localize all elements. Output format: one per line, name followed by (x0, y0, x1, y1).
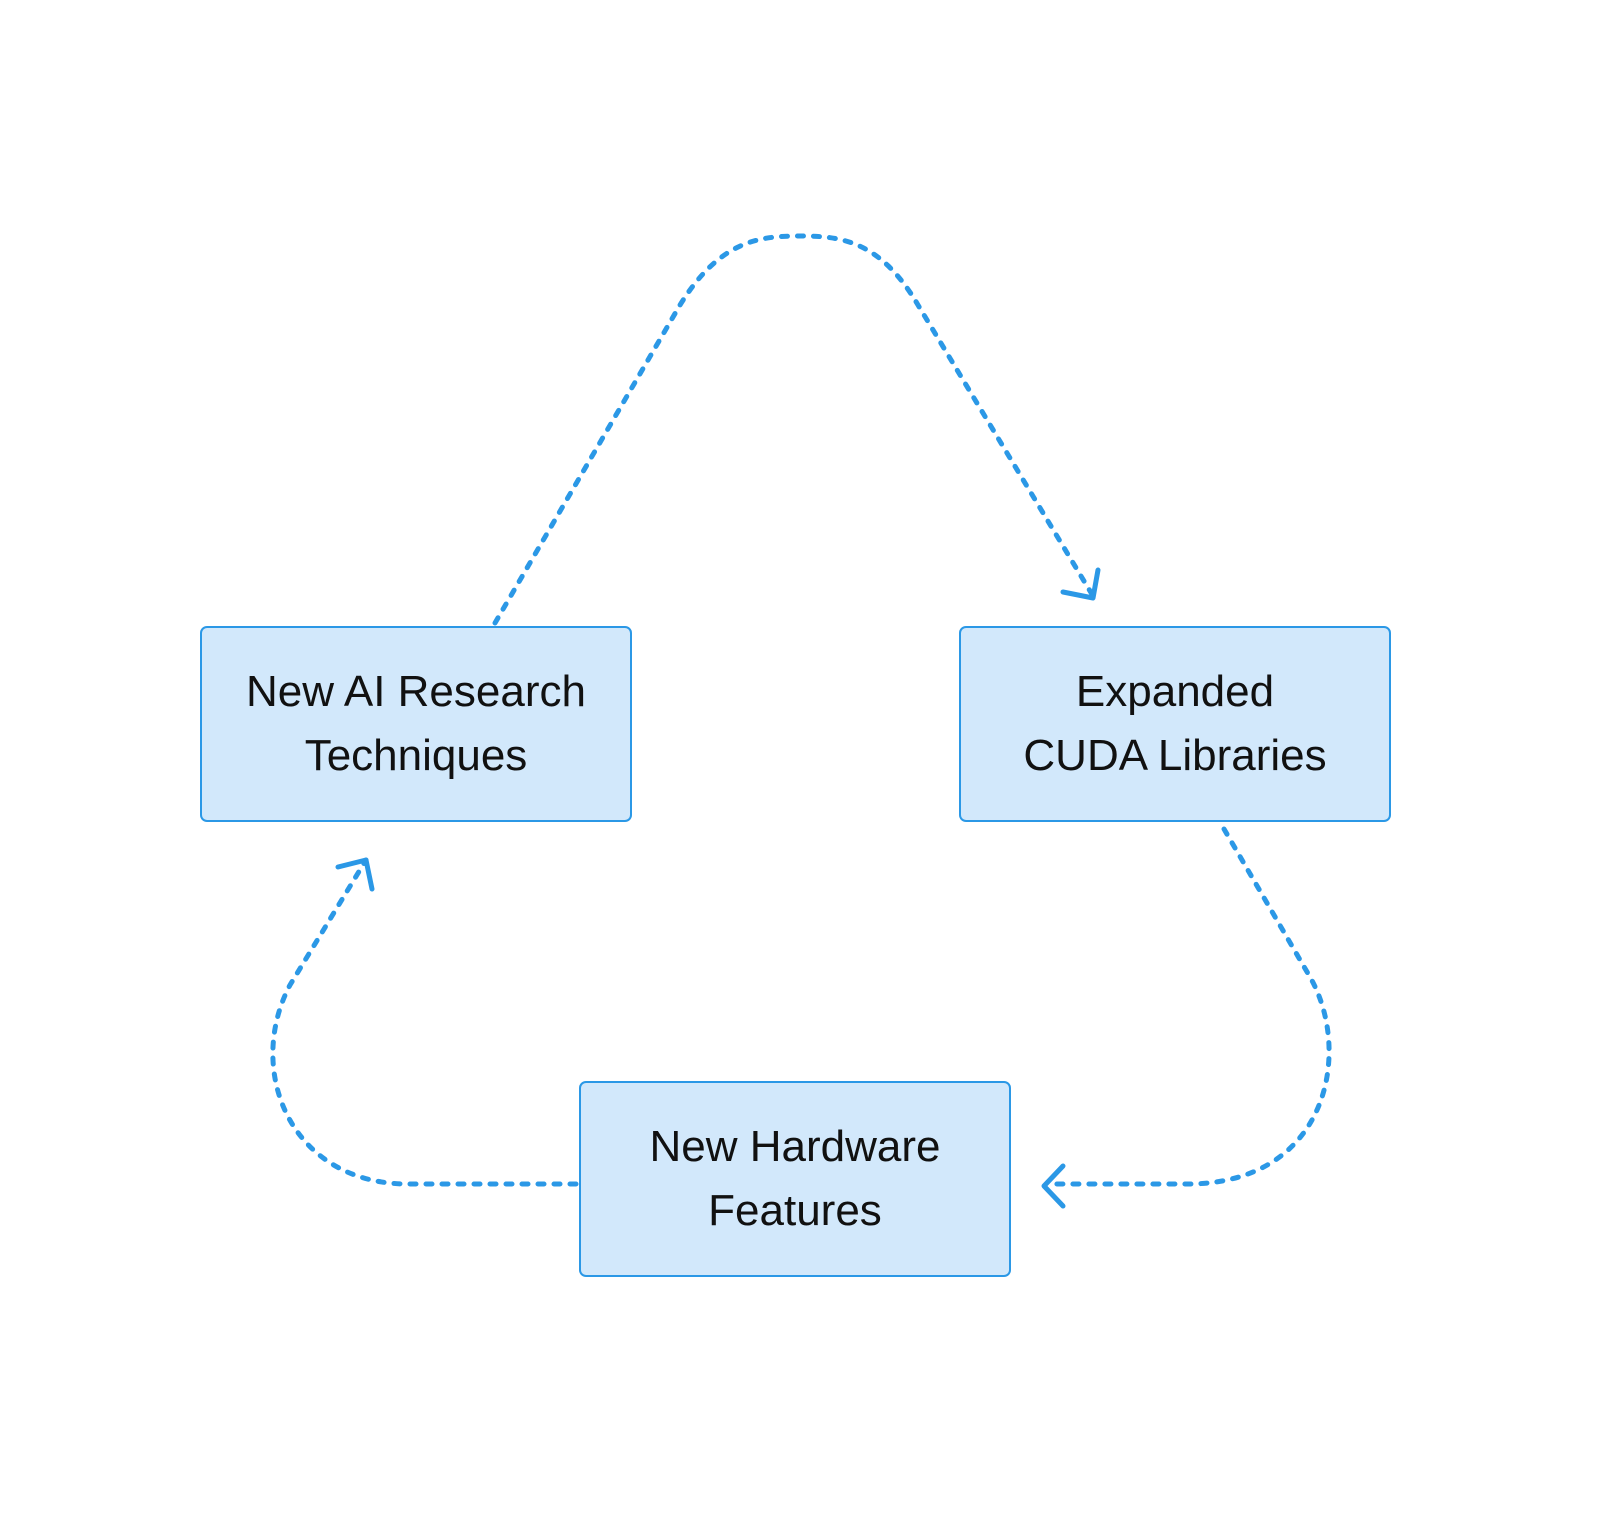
node-label-line: Techniques (304, 731, 528, 780)
node-label-line: Expanded (1075, 667, 1275, 716)
arrowhead-cuda-to-hardware-icon (1041, 1163, 1066, 1209)
edge-research-to-cuda (492, 233, 1096, 626)
node-label-line: New Hardware (649, 1122, 941, 1171)
node-label-line: Features (708, 1186, 882, 1235)
arrowhead-research-to-cuda-icon (1060, 567, 1101, 601)
node-label-line: CUDA Libraries (1023, 731, 1327, 780)
node-expanded-cuda-libraries: Expanded CUDA Libraries (959, 626, 1391, 822)
node-new-ai-research-techniques: New AI Research Techniques (200, 626, 632, 822)
node-label-line: New AI Research (246, 667, 586, 716)
arrowhead-hardware-to-research-icon (335, 857, 375, 892)
edge-cuda-to-hardware (1045, 826, 1332, 1187)
edge-hardware-to-research (270, 857, 579, 1187)
node-new-hardware-features: New Hardware Features (579, 1081, 1011, 1277)
